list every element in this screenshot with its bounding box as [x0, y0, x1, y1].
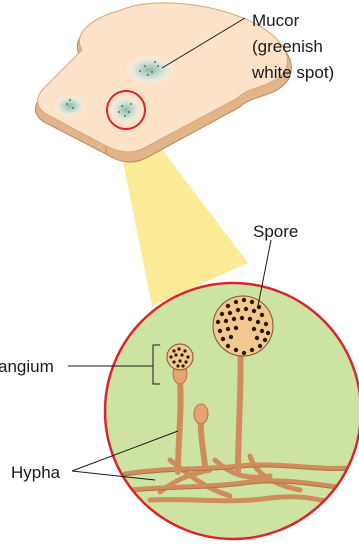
sporangium-small [167, 344, 193, 370]
mold-spot [53, 94, 87, 118]
hypha-label: Hypha [11, 463, 61, 482]
spore-label: Spore [253, 222, 298, 241]
mucor-label-line2: (greenish [252, 37, 323, 56]
mucor-label: Mucor [252, 11, 300, 30]
mold-spot [124, 55, 176, 85]
mold-spot [109, 95, 143, 125]
sporangium-large [213, 296, 273, 356]
sporangium-label: angium [0, 357, 54, 376]
mucor-label-line3: white spot) [251, 63, 334, 82]
